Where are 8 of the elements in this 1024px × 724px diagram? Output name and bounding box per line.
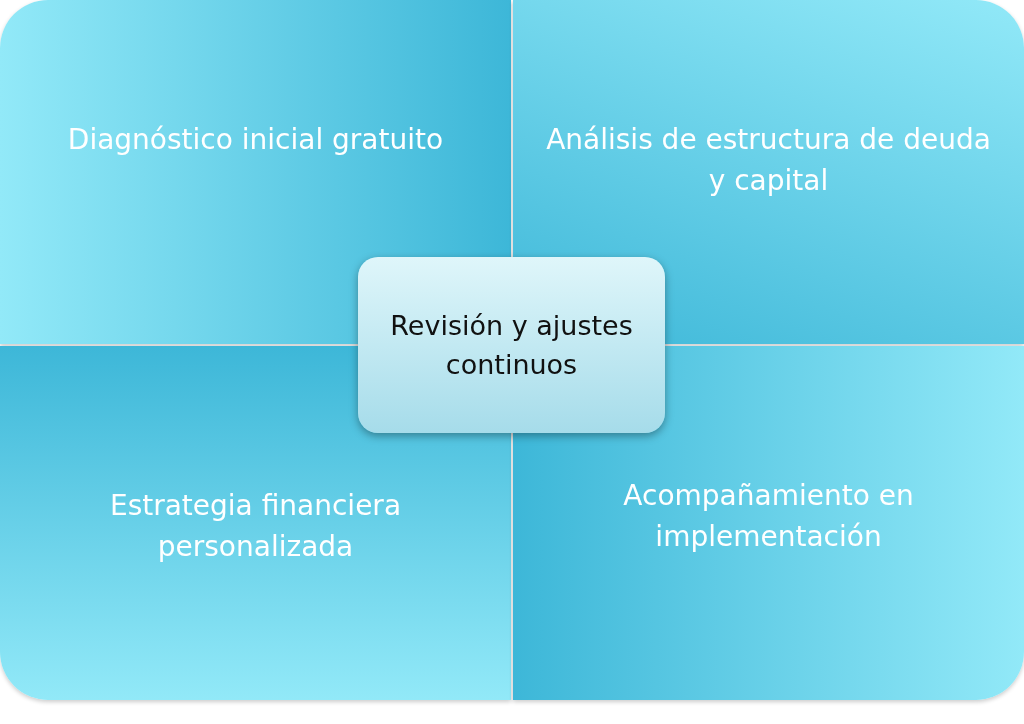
node-label: Acompañamiento en implementación (622, 478, 915, 555)
quadrant-panel (513, 0, 1024, 344)
quadrant-panel (0, 0, 511, 344)
node-label: Análisis de estructura de deuda y capital (545, 122, 992, 199)
node-label: Estrategia financiera personalizada (108, 488, 403, 565)
node-label: Revisión y ajustes continuos (389, 308, 634, 382)
center-box (358, 257, 665, 433)
node-label: Diagnóstico inicial gratuito (67, 122, 444, 158)
